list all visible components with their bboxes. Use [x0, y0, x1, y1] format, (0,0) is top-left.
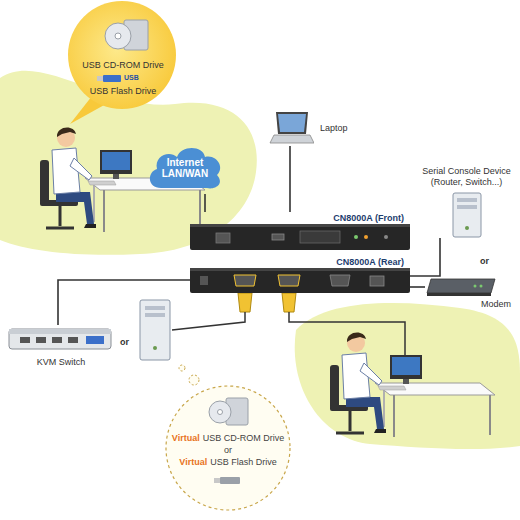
text-line: or [170, 444, 286, 456]
virtual-word: Virtual [179, 456, 207, 468]
rear-panel [190, 268, 410, 293]
front-panel [190, 224, 410, 250]
kvm-switch-icon [8, 325, 112, 351]
drive-label: USB Flash Drive [210, 456, 277, 468]
rear-panel [190, 268, 410, 293]
kvm-switch-icon [8, 325, 112, 351]
device-node: VirtualUSB CD-ROM DriveorVirtualUSB Flas… [170, 432, 286, 468]
network-cable [289, 146, 291, 212]
front-panel [190, 224, 410, 250]
drive-label: USB CD-ROM Drive [203, 432, 285, 444]
or-label: or [480, 256, 489, 267]
or-label: or [120, 337, 129, 348]
server-tower [140, 300, 170, 360]
cloud-label: Internet LAN/WAN [157, 157, 213, 179]
or-word: or [224, 444, 232, 456]
vga-connector [238, 293, 296, 312]
text-line: VirtualUSB Flash Drive [170, 456, 286, 468]
device-node: Modem [425, 277, 515, 310]
virtual-word: Virtual [172, 432, 200, 444]
text-line: VirtualUSB CD-ROM Drive [170, 432, 286, 444]
modem-icon [425, 277, 497, 297]
device-node: Internet LAN/WAN [145, 142, 225, 194]
network-cable [410, 238, 440, 276]
port-label: USB [124, 73, 139, 82]
video-cable [289, 312, 405, 355]
drive-label: USB CD-ROM Drive [80, 60, 166, 71]
device-label: CN8000A (Rear) [190, 256, 410, 268]
device-node: Serial Console Device (Router, Switch...… [417, 166, 516, 238]
device-label: Modem [425, 299, 515, 310]
device-node: KVM Switch [8, 325, 114, 368]
device-label: CN8000A (Front) [190, 212, 410, 224]
device-node: USB CD-ROM DriveUSB Flash Drive [80, 60, 166, 97]
device-node: CN8000A (Front) [190, 212, 410, 250]
network-cable [204, 194, 206, 212]
device-label: Serial Console Device (Router, Switch...… [417, 166, 516, 188]
device-label: Laptop [320, 123, 348, 134]
modem-icon [425, 277, 497, 297]
device-node: Laptop [268, 110, 364, 146]
network-cable [58, 280, 190, 325]
laptop-icon [268, 110, 314, 146]
console-device-icon [452, 192, 482, 238]
laptop-icon [268, 110, 314, 146]
video-cable [172, 312, 245, 330]
device-node: CN8000A (Rear) [190, 256, 410, 293]
virtual-bubble [166, 365, 290, 510]
network-cable [410, 286, 425, 288]
speech-bubble [68, 1, 176, 124]
device-label: KVM Switch [8, 357, 114, 368]
drive-label: USB Flash Drive [80, 86, 166, 97]
console-device-icon [452, 192, 482, 238]
workstation [330, 333, 495, 437]
ground-blob [295, 303, 520, 449]
